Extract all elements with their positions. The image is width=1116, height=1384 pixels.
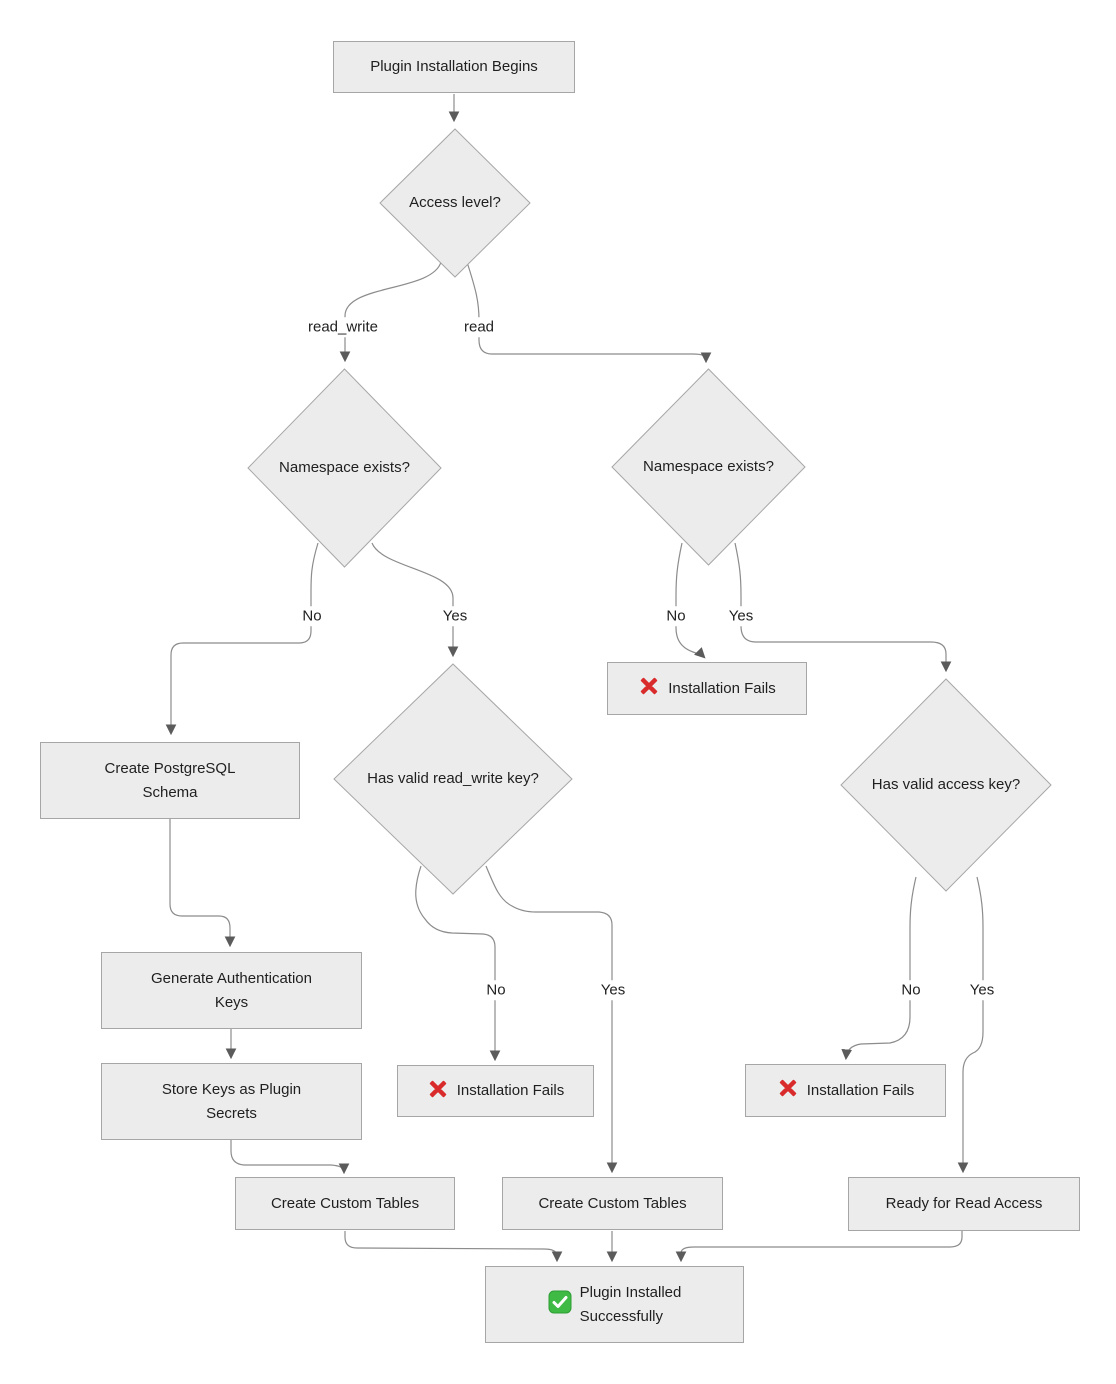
edge-accesskey-yes-ready [957,876,984,1174]
edge-store-tables-left [230,1140,350,1175]
node-label: Installation Fails [668,679,776,697]
node-label: Plugin Installation Begins [370,58,538,75]
cross-mark-icon [427,1078,449,1105]
node-label: Plugin Installed Successfully [579,1283,682,1325]
node-label: Ready for Read Access [885,1195,1043,1212]
edge-rwkey-no-fails [415,865,501,1062]
edge-label-access-no: No [898,980,924,1000]
node-generate-keys: Generate Authentication Keys [101,952,362,1029]
node-label: Has valid access key? [871,776,1021,793]
node-label: Create Custom Tables [538,1194,687,1212]
diamond-shape [247,368,442,568]
node-installation-fails-rw: Installation Fails [397,1065,594,1117]
edge-ready-success [675,1231,963,1263]
node-label: Generate Authentication Keys [151,969,312,1011]
decision-has-access-key: Has valid access key? [840,678,1052,892]
decision-access-level: Access level? [379,128,531,278]
edge-schema-generate-keys [169,819,236,948]
node-label: Create Custom Tables [270,1194,420,1212]
decision-namespace-right: Namespace exists? [611,368,806,566]
node-success: Plugin Installed Successfully [485,1266,744,1343]
node-create-schema: Create PostgreSQL Schema [40,742,300,819]
node-label: Installation Fails [806,1081,915,1099]
edge-namespace-left-no-schema [165,542,319,736]
check-mark-icon [548,1290,572,1319]
node-store-keys: Store Keys as Plugin Secrets [101,1063,362,1140]
node-label: Installation Fails [456,1082,565,1099]
edge-namespace-left-yes-rwkey [371,542,459,658]
node-create-tables-mid: Create Custom Tables [502,1177,723,1230]
edge-tables-left-success [344,1231,563,1263]
edge-access-namespace-left [339,261,442,363]
edge-label-read: read [460,317,498,337]
diamond-shape [333,663,573,895]
edge-namespace-right-no-fails [675,542,706,659]
diamond-shape [379,128,531,278]
diamond-shape [611,368,806,566]
cross-mark-icon [638,675,660,702]
node-label: Store Keys as Plugin Secrets [161,1080,302,1122]
cross-mark-icon [777,1077,799,1104]
edge-label-ns-right-no: No [663,606,689,626]
node-label: Has valid read_write key? [367,770,539,787]
node-create-tables-left: Create Custom Tables [235,1177,455,1230]
node-installation-fails-namespace: Installation Fails [607,662,807,715]
decision-has-rw-key: Has valid read_write key? [333,663,573,895]
edge-label-ns-right-yes: Yes [725,606,757,626]
edge-rwkey-yes-tables-mid [485,865,618,1174]
edge-label-rw-yes: Yes [597,980,629,1000]
node-ready-read-access: Ready for Read Access [848,1177,1080,1231]
decision-namespace-left: Namespace exists? [247,368,442,568]
node-label: Access level? [409,194,501,211]
node-installation-fails-access: Installation Fails [745,1064,946,1117]
edge-label-read-write: read_write [304,317,382,337]
node-start: Plugin Installation Begins [333,41,575,93]
edge-namespace-right-yes-accesskey [734,542,952,673]
edge-label-ns-left-no: No [299,606,325,626]
diamond-shape [840,678,1052,892]
edge-label-ns-left-yes: Yes [439,606,471,626]
edge-accesskey-no-fails [841,876,917,1061]
node-label: Create PostgreSQL Schema [104,759,236,801]
node-label: Namespace exists? [643,458,774,475]
edge-access-namespace-right [466,261,712,364]
edge-label-rw-no: No [483,980,509,1000]
edge-label-access-yes: Yes [966,980,998,1000]
node-label: Namespace exists? [279,459,410,476]
